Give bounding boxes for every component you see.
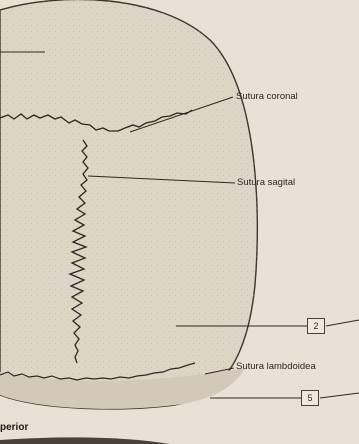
leader-box-5-right	[320, 393, 359, 398]
label-sutura-lambdoidea: Sutura lambdoidea	[236, 361, 316, 372]
callout-box-5: 5	[301, 390, 319, 406]
label-sutura-coronal: Sutura coronal	[236, 91, 298, 102]
callout-box-2: 2	[307, 318, 325, 334]
view-caption: perior	[0, 422, 28, 433]
label-sutura-sagital: Sutura sagital	[237, 177, 295, 188]
next-figure-edge	[0, 437, 170, 444]
leader-box-2-right	[326, 320, 359, 326]
skull-stipple	[0, 0, 257, 409]
